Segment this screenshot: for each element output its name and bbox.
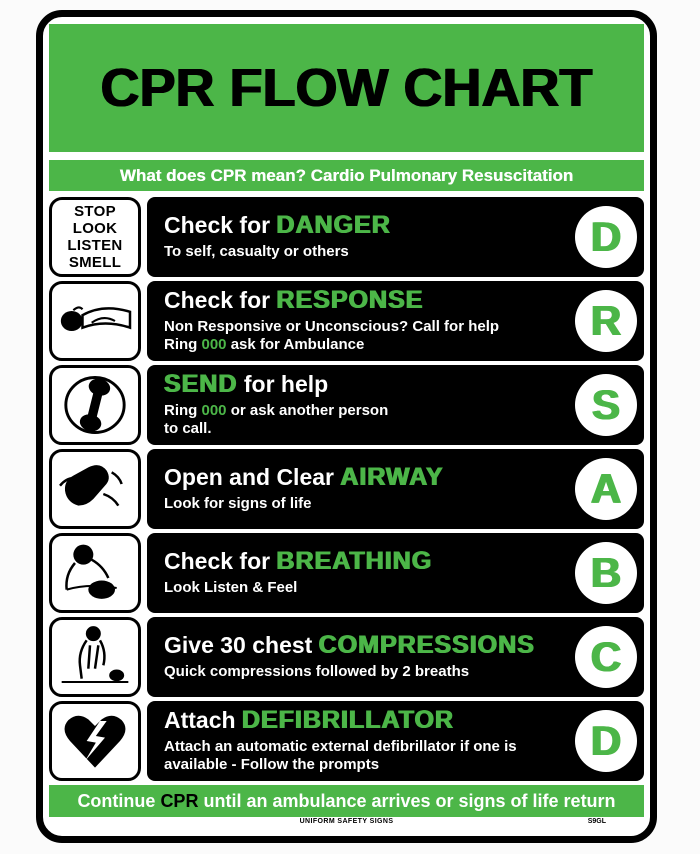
step-heading: Check for DANGER [164,212,564,240]
defibrillator-heart-icon [49,701,141,781]
step-letter: D [590,213,622,260]
step-letter-badge: R [575,290,637,352]
icon-word: SMELL [68,254,122,272]
step-body-line: Ring 000 ask for Ambulance [164,336,564,355]
step-heading: Give 30 chest COMPRESSIONS [164,632,564,660]
step-letter: R [590,297,622,344]
step-compressions: Give 30 chest COMPRESSIONS Quick compres… [49,617,644,697]
body-pre: Ring [164,336,202,354]
step-heading: Attach DEFIBRILLATOR [164,706,564,735]
heading-keyword: AIRWAY [340,463,444,492]
step-heading: Check for BREATHING [164,548,564,576]
breathing-check-icon [49,533,141,613]
footer-pre: Continue [77,790,161,811]
step-letter-badge: A [575,458,637,520]
step-panel: Check for RESPONSE Non Responsive or Unc… [147,281,644,361]
subtitle-text: What does CPR mean? Cardio Pulmonary Res… [119,165,574,185]
brand-text: UNIFORM SAFETY SIGNS [299,818,394,825]
step-panel: Attach DEFIBRILLATOR Attach an automatic… [147,701,644,781]
body-pre: Look for signs of life [164,494,312,512]
body-pre: Non Responsive or Unconscious? Call for … [164,317,500,335]
imprint-row: UNIFORM SAFETY SIGNS S9GL [49,818,644,830]
heading-pre: Give 30 chest [164,632,319,659]
step-letter: B [590,549,622,596]
chest-compressions-icon [49,617,141,697]
heading-pre: Open and Clear [164,464,341,491]
body-pre: Ring [164,401,202,419]
head-tilt-airway-icon [49,449,141,529]
body-highlight: 000 [201,336,227,354]
icon-word: LISTEN [67,237,123,254]
footer-keyword: CPR [160,790,199,811]
heading-keyword: RESPONSE [276,286,424,314]
step-send: SEND for help Ring 000 or ask another pe… [49,365,644,445]
step-defibrillator: Attach DEFIBRILLATOR Attach an automatic… [49,701,644,781]
step-heading: SEND for help [164,370,564,399]
subtitle-bar: What does CPR mean? Cardio Pulmonary Res… [49,160,644,191]
step-body-line: Non Responsive or Unconscious? Call for … [164,318,564,337]
step-body-line: Ring 000 or ask another person [164,402,564,421]
step-heading: Open and Clear AIRWAY [164,464,564,492]
body-pre: Attach an automatic external defibrillat… [164,737,517,755]
step-letter-badge: C [575,626,637,688]
body-post: ask for Ambulance [226,336,365,354]
heading-pre: Attach [164,707,242,733]
heading-keyword: BREATHING [276,547,433,576]
telephone-icon [49,365,141,445]
step-letter-badge: S [575,374,637,436]
step-body-line: available - Follow the prompts [164,756,564,775]
body-pre: available - Follow the prompts [164,756,380,774]
step-body-line: Look for signs of life [164,495,564,514]
step-letter-badge: D [575,206,637,268]
heading-keyword: DEFIBRILLATOR [241,706,455,734]
step-letter-badge: B [575,542,637,604]
unconscious-person-icon [49,281,141,361]
heading-keyword: COMPRESSIONS [318,631,535,660]
body-pre: Look Listen & Feel [164,578,298,596]
step-letter: D [590,717,622,764]
body-highlight: 000 [201,401,227,419]
body-pre: to call. [164,420,212,438]
step-panel: Give 30 chest COMPRESSIONS Quick compres… [147,617,644,697]
body-pre: To self, casualty or others [164,242,349,260]
step-airway: Open and Clear AIRWAY Look for signs of … [49,449,644,529]
step-letter-badge: D [575,710,637,772]
heading-keyword: DANGER [276,211,391,240]
heading-pre: Check for [164,212,277,239]
step-letter: S [591,381,620,428]
body-post: or ask another person [226,401,389,419]
step-letter: C [590,633,622,680]
step-response: Check for RESPONSE Non Responsive or Unc… [49,281,644,361]
heading-keyword: SEND [164,370,238,398]
heading-pre: Check for [164,287,277,313]
step-body-line: Look Listen & Feel [164,579,564,598]
step-letter: A [590,465,622,512]
icon-word: LOOK [72,219,118,237]
step-panel: Check for BREATHING Look Listen & Feel B [147,533,644,613]
heading-post: for help [237,371,329,397]
icon-word: STOP [74,202,116,220]
step-panel: SEND for help Ring 000 or ask another pe… [147,365,644,445]
poster-title: CPR FLOW CHART [100,58,593,118]
step-panel: Open and Clear AIRWAY Look for signs of … [147,449,644,529]
poster-header: CPR FLOW CHART [49,24,644,152]
step-body-line: Quick compressions followed by 2 breaths [164,663,564,682]
heading-pre: Check for [164,548,277,575]
product-code: S9GL [587,818,606,825]
step-panel: Check for DANGER To self, casualty or ot… [147,197,644,277]
step-body-line: Attach an automatic external defibrillat… [164,738,564,757]
footer-post: until an ambulance arrives or signs of l… [198,790,616,811]
cpr-poster: CPR FLOW CHART What does CPR mean? Cardi… [36,10,657,843]
step-body-line: To self, casualty or others [164,243,564,262]
footer-bar: Continue CPR until an ambulance arrives … [49,785,644,817]
step-heading: Check for RESPONSE [164,286,564,315]
step-body-line: to call. [164,420,564,439]
step-breathing: Check for BREATHING Look Listen & Feel B [49,533,644,613]
body-pre: Quick compressions followed by 2 breaths [164,662,470,680]
